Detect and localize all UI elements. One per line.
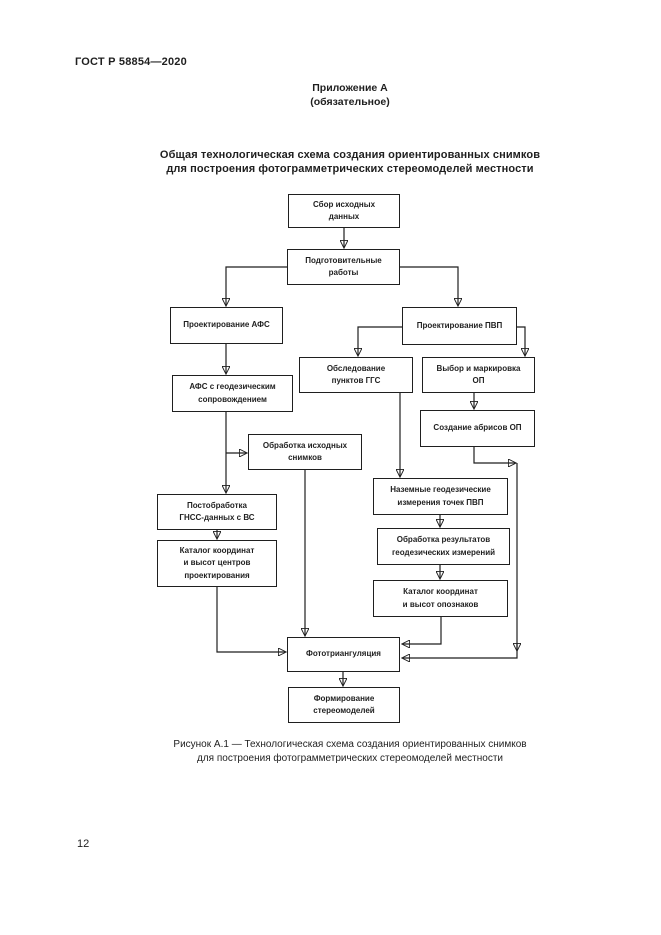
- flow-node-afs-geo: АФС с геодезическим сопровождением: [172, 375, 293, 412]
- flow-node-label: Каталог координат и высот центров проект…: [179, 545, 255, 580]
- flow-node-label: Подготовительные работы: [305, 255, 382, 278]
- flow-node-podgotovka: Подготовительные работы: [287, 249, 400, 285]
- flow-node-label: Проектирование ПВП: [416, 320, 503, 330]
- flow-node-label: Постобработка ГНСС-данных с ВС: [179, 500, 255, 523]
- flow-node-label: Формирование стереомоделей: [313, 693, 375, 716]
- flow-node-label: Каталог координат и высот опознаков: [402, 587, 479, 609]
- flow-node-katalog-opoznakov: Каталог координат и высот опознаков: [373, 580, 508, 617]
- flow-node-vybor-op: Выбор и маркировка ОП: [422, 357, 535, 393]
- flow-node-sozdanie-op: Создание абрисов ОП: [420, 410, 535, 447]
- flow-node-nazemnye: Наземные геодезические измерения точек П…: [373, 478, 508, 515]
- flow-node-obrabotka-snimkov: Обработка исходных снимков: [248, 434, 362, 470]
- flow-node-label: Наземные геодезические измерения точек П…: [390, 485, 491, 507]
- annex-heading: Приложение А (обязательное): [310, 82, 390, 108]
- figure-caption: Рисунок А.1 — Технологическая схема созд…: [173, 739, 527, 764]
- figure-title: Общая технологическая схема создания ори…: [159, 149, 541, 175]
- doc-number: ГОСТ Р 58854—2020: [75, 56, 187, 68]
- flow-node-fototriangulyaciya: Фототриангуляция: [287, 637, 400, 672]
- flow-node-label: Выбор и маркировка ОП: [436, 363, 521, 386]
- flow-node-label: Сбор исходных данных: [312, 199, 376, 222]
- flow-node-label: Обследование пунктов ГГС: [326, 363, 386, 386]
- flow-node-obrabotka-rezultatov: Обработка результатов геодезических изме…: [377, 528, 510, 565]
- flow-node-sbor: Сбор исходных данных: [288, 194, 400, 228]
- flow-node-postobrabotka: Постобработка ГНСС-данных с ВС: [157, 494, 277, 530]
- flow-node-obsled-ggs: Обследование пунктов ГГС: [299, 357, 413, 393]
- flow-node-label: Обработка исходных снимков: [262, 440, 348, 463]
- flow-node-katalog-centrov: Каталог координат и высот центров проект…: [157, 540, 277, 587]
- flow-node-formirovanie: Формирование стереомоделей: [288, 687, 400, 723]
- flow-node-label: Создание абрисов ОП: [433, 423, 522, 433]
- flow-node-proj-pvp: Проектирование ПВП: [402, 307, 517, 345]
- flow-node-label: Проектирование АФС: [183, 320, 270, 330]
- flow-node-label: Фототриангуляция: [306, 649, 381, 659]
- flow-node-proj-afs: Проектирование АФС: [170, 307, 283, 344]
- flow-node-label: Обработка результатов геодезических изме…: [391, 535, 496, 557]
- page-number: 12: [77, 838, 90, 850]
- flow-node-label: АФС с геодезическим сопровождением: [189, 382, 276, 404]
